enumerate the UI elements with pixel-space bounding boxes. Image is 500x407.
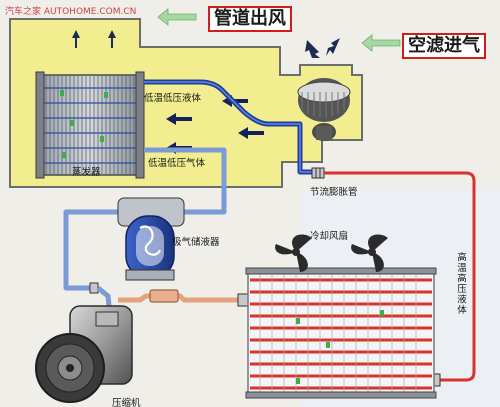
watermark: 汽车之家 AUTOHOME.COM.CN — [5, 7, 137, 17]
label-evaporator: 蒸发器 — [72, 167, 101, 178]
inlet-air-callout: 空滤进气 — [402, 33, 486, 59]
high-pressure-liquid-line — [324, 171, 476, 382]
label-compressor: 压缩机 — [112, 398, 141, 407]
muffler — [149, 289, 179, 303]
evaporator-core — [35, 71, 145, 179]
label-low-pressure-gas: 低温低压气体 — [148, 158, 206, 169]
expansion-valve — [311, 167, 325, 179]
suction-line-upper — [144, 147, 227, 215]
label-expansion-valve: 节流膨胀管 — [310, 187, 358, 198]
cooling-fan-left — [275, 234, 312, 272]
label-high-pressure-liquid: 高温高压液体 — [455, 252, 466, 315]
label-cooling-fan: 冷却风扇 — [310, 231, 349, 242]
blower-fan — [297, 78, 351, 141]
airflow-arrows — [157, 8, 401, 52]
outlet-air-callout: 管道出风 — [208, 6, 292, 32]
label-low-pressure-liquid: 低温低压液体 — [144, 93, 202, 104]
outlet-arrows — [72, 30, 116, 48]
label-receiver-drier: 吸气储液器 — [172, 237, 220, 248]
receiver-drier — [117, 197, 185, 281]
cooling-fan-right — [351, 234, 388, 272]
compressor — [35, 305, 133, 403]
suction-line-lower — [63, 209, 118, 291]
inlet-arrows — [305, 38, 340, 58]
condenser — [245, 267, 437, 399]
